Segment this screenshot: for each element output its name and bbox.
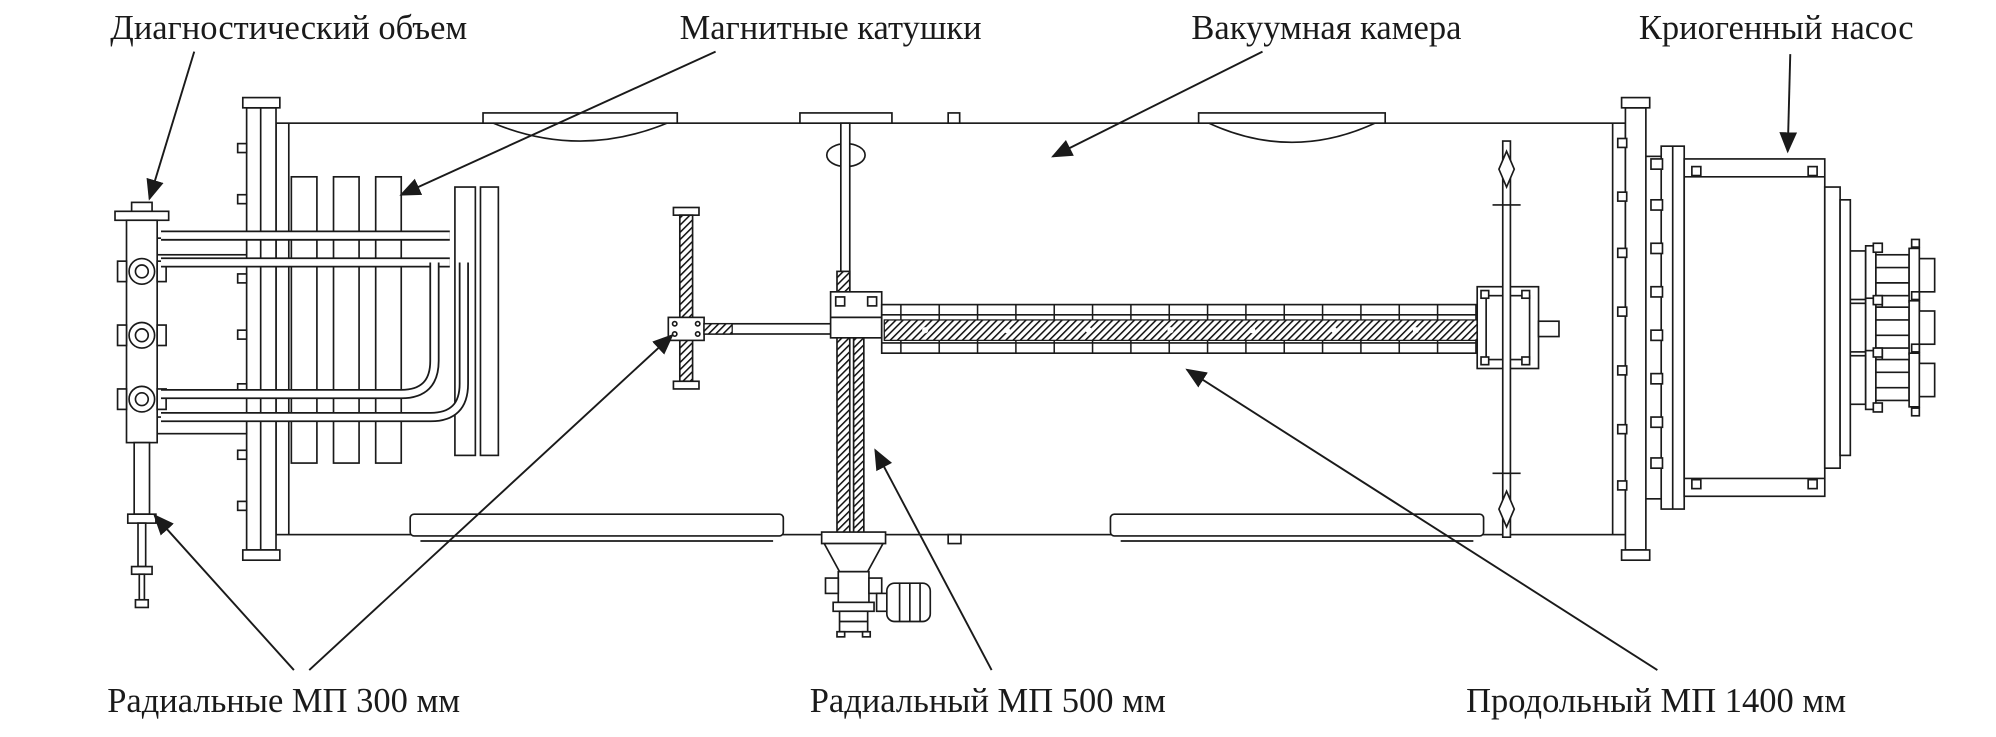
arrow-diagnostic-volume [146, 51, 196, 201]
bottom-nub [947, 533, 962, 545]
radial-manipulator-500 [820, 122, 932, 638]
label-radial-mp-300: Радиальные МП 300 мм [107, 682, 460, 720]
vertical-probe-shaft [1492, 140, 1521, 539]
top-nub [947, 112, 961, 124]
cryogenic-pump-assembly [1645, 145, 1936, 510]
label-magnetic-coils: Магнитные катушки [680, 9, 982, 47]
support-rail-left [409, 513, 785, 542]
radial-manipulator-300-left [126, 441, 157, 609]
label-radial-mp-500: Радиальный МП 500 мм [810, 682, 1166, 720]
arrow-longitudinal-mp-1400 [1185, 368, 1658, 671]
labels: Диагностический объем Магнитные катушки … [107, 9, 1913, 720]
support-rail-right [1109, 513, 1485, 542]
arrow-magnetic-coils [399, 50, 716, 196]
cooling-pipes [161, 230, 469, 423]
label-cryogenic-pump: Криогенный насос [1639, 9, 1914, 47]
drive-motor [875, 582, 932, 623]
top-dome-right [1197, 112, 1387, 144]
label-vacuum-chamber: Вакуумная камера [1191, 9, 1461, 47]
annotation-arrows [146, 50, 1798, 671]
label-longitudinal-mp-1400: Продольный МП 1400 мм [1466, 682, 1846, 720]
arrow-cryogenic-pump [1779, 54, 1798, 154]
arrow-vacuum-chamber [1051, 50, 1263, 158]
radial-manipulator-300-center [667, 206, 838, 390]
arrow-radial-mp-300-left [153, 513, 295, 671]
arrow-radial-mp-300-center [308, 333, 674, 671]
arrow-radial-mp-500 [874, 448, 993, 671]
longitudinal-manipulator-1400 [880, 140, 1560, 539]
label-diagnostic-volume: Диагностический объем [110, 9, 467, 47]
diagnostic-volume-assembly [114, 201, 469, 444]
